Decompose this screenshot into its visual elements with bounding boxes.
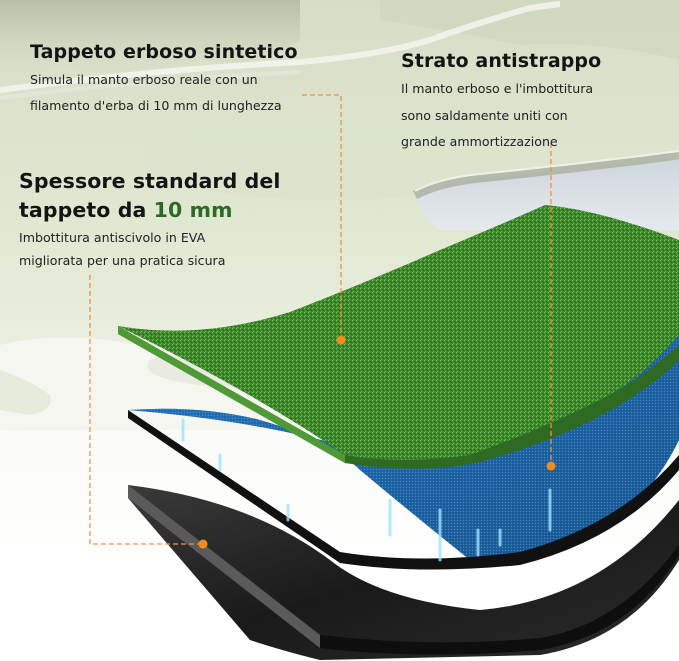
callout-anti-tear: Strato antistrappo Il manto erboso e l'i…: [401, 49, 601, 153]
callout-thickness-desc-line-2: migliorata per una pratica sicura: [19, 253, 226, 268]
callout-anti-tear-title: Strato antistrappo: [401, 50, 602, 72]
callout-turf-title: Tappeto erboso sintetico: [30, 41, 298, 63]
callout-thickness-title-prefix: tappeto da: [19, 198, 154, 222]
thickness-highlight: 10 mm: [153, 198, 233, 222]
callout-thickness: Spessore standard del tappeto da 10 mm I…: [19, 167, 281, 271]
callout-thickness-desc-line-1: Imbottitura antiscivolo in EVA: [19, 230, 206, 245]
callout-dot-thickness: [198, 539, 208, 549]
rubber-base-layer: [128, 485, 679, 660]
eva-foam-layer: [128, 300, 679, 570]
callout-dot-turf: [336, 335, 346, 345]
callout-line-thickness: [89, 275, 203, 545]
callout-anti-tear-desc-line-3: grande ammortizzazione: [401, 134, 558, 149]
callout-dot-anti-tear: [546, 461, 556, 471]
callout-anti-tear-desc-line-2: sono saldamente uniti con: [401, 107, 568, 123]
callout-turf-desc-line-2: filamento d'erba di 10 mm di lunghezza: [30, 98, 282, 113]
callout-turf: Tappeto erboso sintetico Simula il manto…: [30, 40, 298, 116]
callout-thickness-title-line-2: tappeto da 10 mm: [19, 196, 281, 225]
callout-anti-tear-desc-line-1: Il manto erboso e l'imbottitura: [401, 81, 594, 96]
callout-turf-desc-line-1: Simula il manto erboso reale con un: [30, 72, 258, 87]
grass-layer: [118, 205, 679, 469]
callout-line-turf: [302, 94, 342, 340]
callout-thickness-title-line-1: Spessore standard del: [19, 169, 281, 193]
callout-lines: [89, 94, 552, 545]
